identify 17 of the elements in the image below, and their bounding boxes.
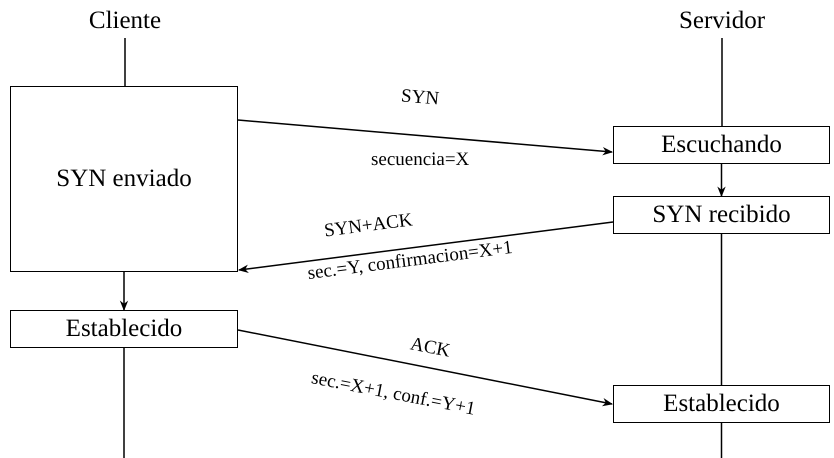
arrow bbox=[120, 272, 128, 312]
state-box: Establecido bbox=[613, 385, 830, 423]
participant-label: Servidor bbox=[660, 4, 784, 38]
state-box: Escuchando bbox=[613, 126, 830, 164]
message-arrow bbox=[238, 329, 614, 406]
message-arrow bbox=[238, 221, 614, 273]
state-box: Establecido bbox=[10, 310, 238, 348]
state-box: SYN recibido bbox=[613, 196, 830, 234]
participant-label: Cliente bbox=[75, 4, 175, 38]
lifeline bbox=[721, 38, 723, 126]
arrow bbox=[717, 164, 726, 198]
state-box: SYN enviado bbox=[10, 86, 238, 272]
lifeline bbox=[720, 234, 722, 385]
lifeline bbox=[124, 38, 126, 86]
message-arrow bbox=[238, 119, 614, 156]
lifeline bbox=[720, 423, 722, 458]
lifeline bbox=[123, 348, 125, 458]
